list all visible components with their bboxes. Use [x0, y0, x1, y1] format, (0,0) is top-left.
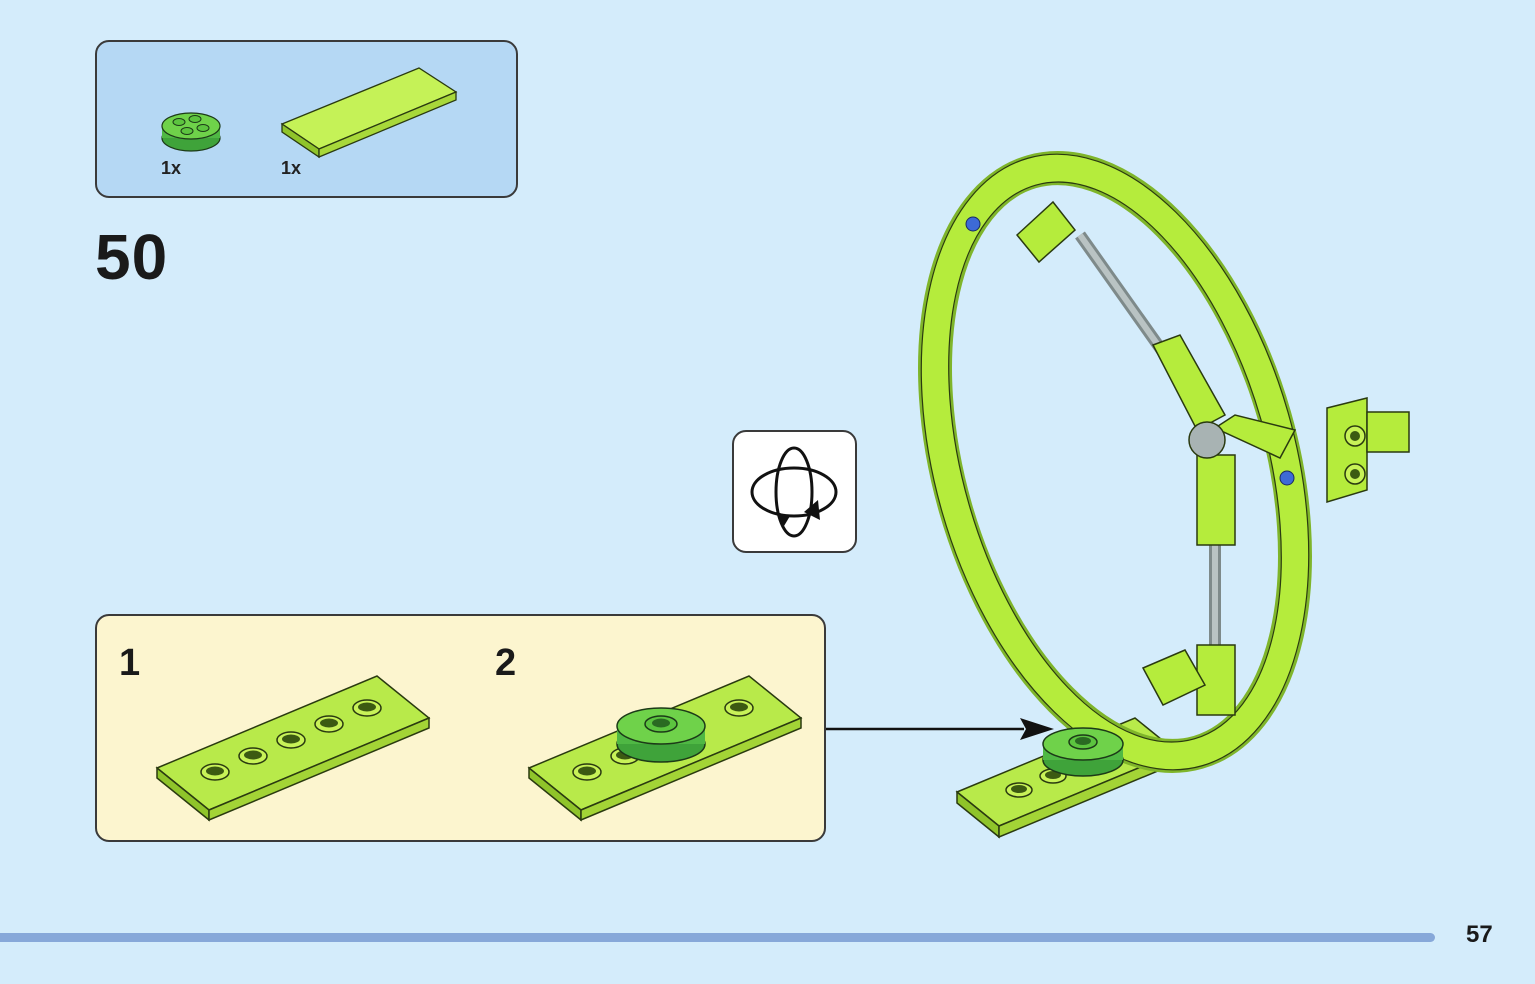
page-number: 57 [1466, 921, 1493, 948]
sub-assembly-box: 1 2 [95, 614, 826, 842]
plate-1x6-drawing [155, 675, 431, 822]
parts-callout: 1x 1x [95, 40, 518, 198]
sub-step-number: 1 [119, 642, 141, 684]
rotate-model-icon [750, 446, 838, 538]
footer-bar [0, 933, 1435, 942]
sub-step-number: 2 [495, 642, 517, 684]
tile-2x6-icon [280, 67, 458, 159]
quantity-label: 1x [281, 158, 302, 178]
quantity-label: 1x [161, 158, 182, 178]
round-plate-2x2-icon [161, 112, 221, 152]
plate-with-round-plate-drawing [527, 675, 803, 822]
step-number: 50 [95, 221, 169, 293]
rotate-indicator [732, 430, 857, 553]
connection-arrow [826, 718, 1054, 740]
model-illustration [918, 151, 1410, 839]
